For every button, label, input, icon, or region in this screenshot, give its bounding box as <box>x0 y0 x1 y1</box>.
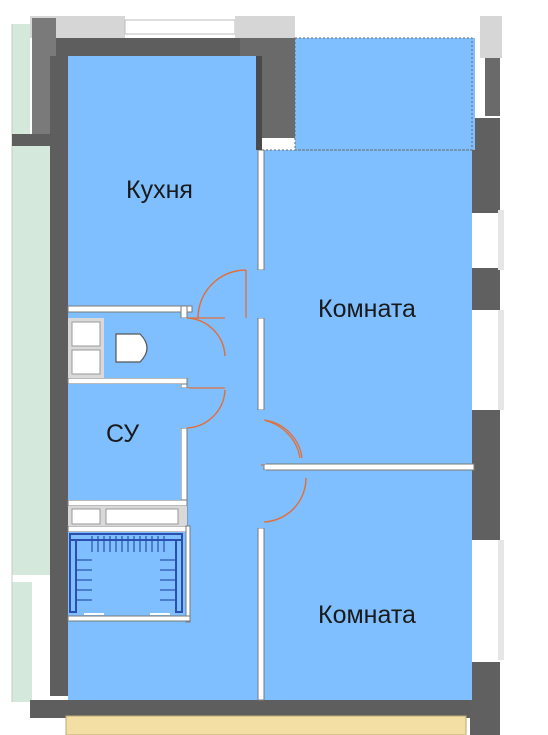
exterior-area <box>12 145 52 575</box>
corridor-floor-extra <box>186 310 262 700</box>
wardrobe <box>68 532 186 618</box>
wardrobe-wall <box>185 525 191 623</box>
wardrobe-wall <box>67 615 191 622</box>
room-label-kitchen: Кухня <box>126 176 193 204</box>
exterior-area <box>12 582 32 702</box>
bathroom-block <box>68 318 187 526</box>
balcony-outline <box>294 37 473 151</box>
room-label-room-1: Комната <box>318 295 416 323</box>
exterior-area <box>12 24 30 134</box>
toilet-icon <box>115 333 148 363</box>
door-gaps <box>179 270 266 528</box>
room-2-floor <box>262 468 472 700</box>
room-label-room-2: Комната <box>318 601 416 629</box>
bathroom-floor <box>68 384 181 500</box>
balcony-floor <box>295 38 475 150</box>
kitchen-partition <box>256 56 262 150</box>
room-label-bathroom: СУ <box>106 420 140 448</box>
room-1-floor <box>262 150 472 468</box>
